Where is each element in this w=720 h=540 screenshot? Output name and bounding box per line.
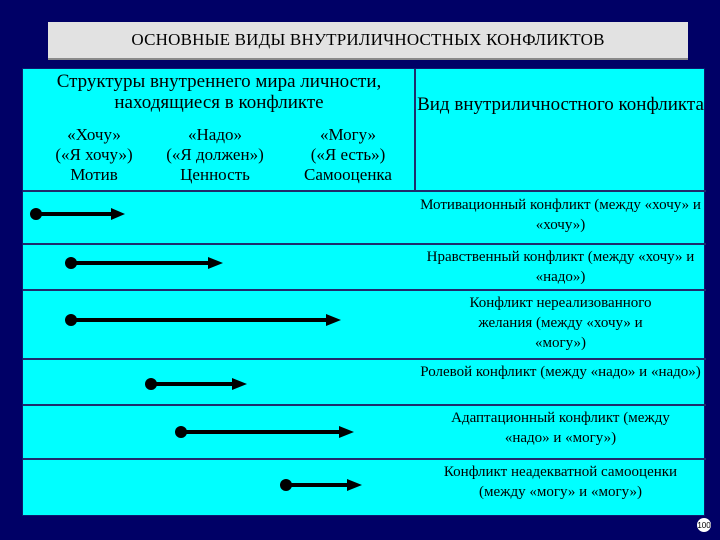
- column-header-must: «Надо» («Я должен») Ценность: [147, 125, 283, 185]
- row-label-adaptation: Адаптационный конфликт (между «надо» и «…: [451, 410, 670, 446]
- row-divider: [23, 404, 706, 406]
- arrow-want-can: [65, 314, 341, 326]
- column-can-meaning: Самооценка: [304, 165, 392, 184]
- row-divider: [23, 358, 706, 360]
- column-want-name: «Хочу»: [67, 125, 121, 144]
- row-label-unrealized-desire: Конфликт нереализованного желания (между…: [469, 295, 652, 351]
- conflict-table: Структуры внутреннего мира личности, нах…: [22, 68, 706, 516]
- row-label-self-esteem: Конфликт неадекватной самооценки (между …: [443, 464, 678, 500]
- column-can-alias: («Я есть»): [310, 145, 386, 164]
- header-divider: [23, 190, 415, 192]
- row-divider: [23, 289, 706, 291]
- column-header-want: «Хочу» («Я хочу») Мотив: [35, 125, 153, 185]
- column-must-alias: («Я должен»): [166, 145, 264, 164]
- structures-header: Структуры внутреннего мира личности, нах…: [56, 71, 382, 113]
- arrow-must-must: [145, 378, 247, 390]
- conflict-type-header: Вид внутриличностного конфликта: [417, 94, 704, 115]
- arrow-must-can: [175, 426, 354, 438]
- arrow-want-want: [30, 208, 125, 220]
- column-must-meaning: Ценность: [180, 165, 250, 184]
- column-want-alias: («Я хочу»): [55, 145, 133, 164]
- row-label-motivational: Мотивационный конфликт (между «хочу» и «…: [420, 197, 701, 233]
- vertical-divider: [414, 69, 416, 190]
- row-label-role: Ролевой конфликт (между «надо» и «надо»): [420, 364, 701, 380]
- column-must-name: «Надо»: [188, 125, 242, 144]
- column-header-can: «Могу» («Я есть») Самооценка: [289, 125, 407, 185]
- page-number-badge: 100: [696, 517, 712, 533]
- conflict-arrows: [30, 208, 362, 491]
- arrow-want-must: [65, 257, 223, 269]
- page-title: ОСНОВНЫЕ ВИДЫ ВНУТРИЛИЧНОСТНЫХ КОНФЛИКТО…: [48, 22, 688, 60]
- row-divider: [23, 458, 706, 460]
- arrow-can-can: [280, 479, 362, 491]
- column-want-meaning: Мотив: [70, 165, 118, 184]
- column-can-name: «Могу»: [319, 125, 377, 144]
- row-divider: [23, 243, 706, 245]
- header-right-divider: [415, 190, 706, 192]
- row-label-moral: Нравственный конфликт (между «хочу» и «н…: [426, 249, 695, 285]
